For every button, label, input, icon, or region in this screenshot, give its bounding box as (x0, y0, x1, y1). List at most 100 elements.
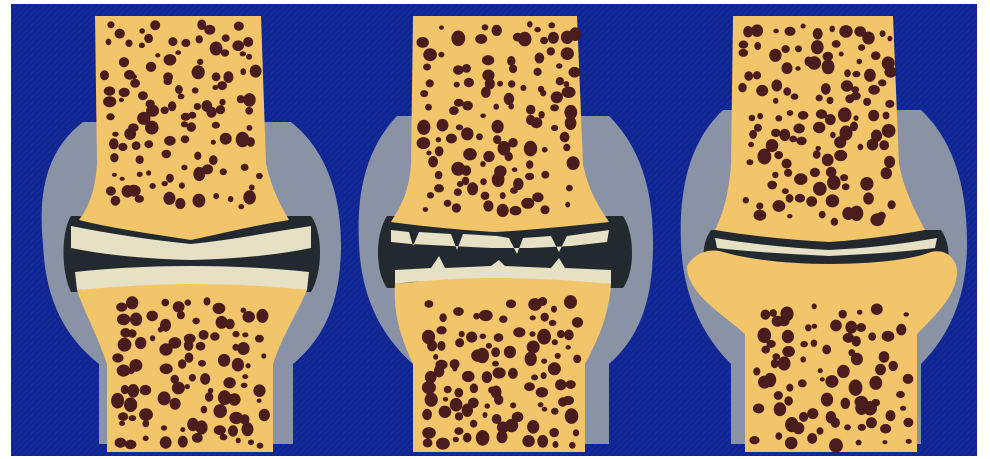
bone-pore (160, 436, 172, 448)
bone-pore (185, 384, 190, 389)
bone-pore (832, 40, 841, 48)
bone-pore (436, 326, 446, 334)
bone-pore (196, 35, 203, 43)
bone-pore (169, 337, 182, 348)
bone-pore (845, 321, 857, 334)
bone-pore (150, 335, 155, 341)
bone-pore (537, 329, 551, 345)
bone-pore (146, 105, 159, 117)
bone-pore (454, 388, 463, 398)
bone-pore (816, 146, 821, 151)
bone-pore (565, 202, 570, 208)
bone-pore (821, 393, 833, 407)
bone-pore (492, 25, 502, 36)
bone-pore (223, 71, 233, 83)
bone-pore (455, 338, 464, 347)
bone-pore (784, 396, 793, 405)
bone-pore (178, 436, 188, 448)
bone-pore (775, 432, 782, 440)
bone-pore (434, 365, 444, 378)
bone-pore (573, 355, 581, 364)
bone-pore (480, 178, 487, 185)
bone-pore (529, 331, 535, 337)
bone-pore (106, 186, 116, 195)
bone-pore (164, 136, 176, 146)
bone-pore (423, 48, 437, 61)
bone-pore (461, 127, 473, 140)
bone-pore (767, 181, 777, 190)
bone-pore (884, 156, 895, 168)
bone-pore (228, 425, 238, 436)
bone-pore (526, 160, 533, 169)
bone-pore (896, 324, 906, 336)
bone-pore (212, 85, 218, 90)
bone-pore (853, 115, 858, 121)
bone-pore (139, 28, 145, 34)
bone-pore (150, 20, 160, 30)
bone-pore (512, 167, 518, 172)
bone-pore (228, 393, 240, 405)
bone-pore (453, 437, 459, 443)
bone-pore (250, 65, 262, 78)
bone-pore (161, 299, 169, 307)
bone-pore (829, 438, 843, 453)
bone-pore (884, 66, 896, 78)
bone-pore (179, 182, 185, 188)
bone-pore (142, 420, 149, 428)
bone-pore (256, 309, 268, 323)
bone-pore (794, 173, 807, 185)
bone-pore (427, 340, 437, 351)
bone-pore (756, 203, 763, 210)
bone-pore (799, 412, 808, 422)
bone-pore (455, 412, 463, 420)
bone-pore (143, 436, 149, 442)
bone-pore (793, 124, 804, 134)
bone-pore (144, 140, 153, 148)
bone-pore (565, 116, 577, 130)
bone-pore (510, 402, 516, 408)
bone-pore (508, 368, 518, 379)
bone-pore (532, 192, 543, 202)
bone-pore (220, 133, 232, 145)
bone-pore (168, 101, 176, 111)
bone-pore (822, 154, 834, 167)
bone-pore (222, 34, 230, 41)
bone-pore (773, 29, 779, 34)
bone-pore (841, 398, 851, 409)
bone-pore (454, 82, 460, 88)
bone-pore (525, 352, 537, 366)
bone-pore (144, 34, 153, 43)
bone-pore (216, 105, 225, 114)
bone-pore (220, 434, 228, 440)
bone-pore (812, 303, 817, 309)
bone-pore (475, 34, 487, 44)
bone-pore (827, 175, 840, 190)
bone-pore (162, 150, 172, 159)
bone-pore (200, 373, 210, 385)
bone-pore (456, 124, 463, 130)
bone-pore (462, 165, 472, 176)
bone-pore (417, 37, 429, 48)
bone-pore (844, 424, 851, 430)
bone-pore (175, 198, 185, 209)
bone-pore (782, 188, 789, 194)
bone-pore (508, 80, 515, 87)
bone-pore (513, 327, 525, 337)
bone-pore (201, 406, 208, 414)
bone-pore (417, 120, 430, 135)
bone-pore (462, 371, 475, 382)
bone-pore (425, 393, 438, 407)
bone-pore (246, 125, 252, 131)
bone-pore (146, 170, 151, 175)
bone-pore (213, 193, 219, 199)
bone-pore (499, 316, 507, 323)
bone-pore (178, 359, 186, 368)
bone-pore (538, 297, 547, 306)
bone-pore (887, 36, 892, 42)
bone-pore (850, 122, 858, 132)
bone-pore (822, 59, 835, 74)
bone-pore (534, 68, 542, 76)
bone-pore (110, 153, 118, 162)
bone-pore (247, 137, 255, 147)
bone-pore (866, 417, 877, 428)
